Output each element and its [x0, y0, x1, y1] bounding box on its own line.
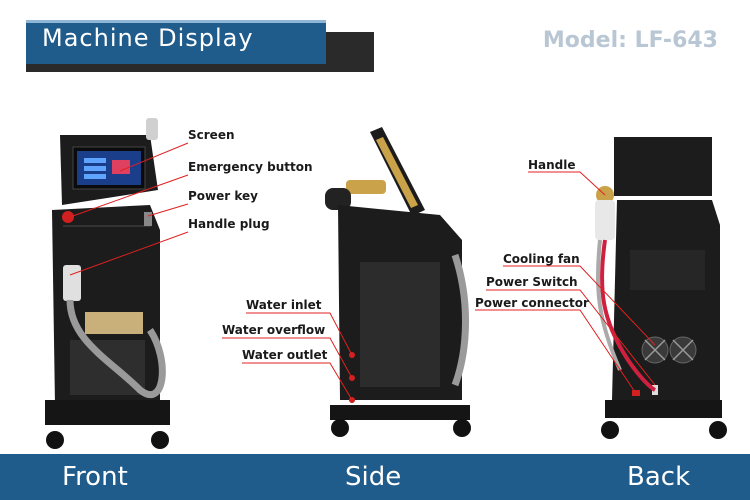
callout-power-key: Power key [188, 189, 258, 203]
emergency-button [62, 211, 74, 223]
callout-water-inlet: Water inlet [246, 298, 322, 312]
callout-cooling-fan: Cooling fan [503, 252, 580, 266]
side-machine [325, 127, 471, 437]
label-front: Front [62, 462, 128, 492]
callout-power-connector: Power connector [475, 296, 589, 310]
callout-handle: Handle [528, 158, 576, 172]
callout-screen: Screen [188, 128, 235, 142]
power-key [144, 212, 152, 226]
label-back: Back [627, 462, 691, 492]
callout-lines [69, 142, 656, 401]
model-label: Model: LF-643 [542, 28, 718, 53]
callout-emergency-button: Emergency button [188, 160, 313, 174]
callout-water-outlet: Water outlet [242, 348, 328, 362]
handle-plug [63, 265, 81, 301]
callout-power-switch: Power Switch [486, 275, 578, 289]
callout-water-overflow: Water overflow [222, 323, 326, 337]
page-title: Machine Display [42, 24, 254, 52]
front-machine [45, 118, 170, 449]
back-machine [595, 137, 727, 439]
header-banner [26, 20, 326, 64]
callout-handle-plug: Handle plug [188, 217, 270, 231]
footer-bar [0, 454, 750, 500]
label-side: Side [345, 462, 402, 492]
